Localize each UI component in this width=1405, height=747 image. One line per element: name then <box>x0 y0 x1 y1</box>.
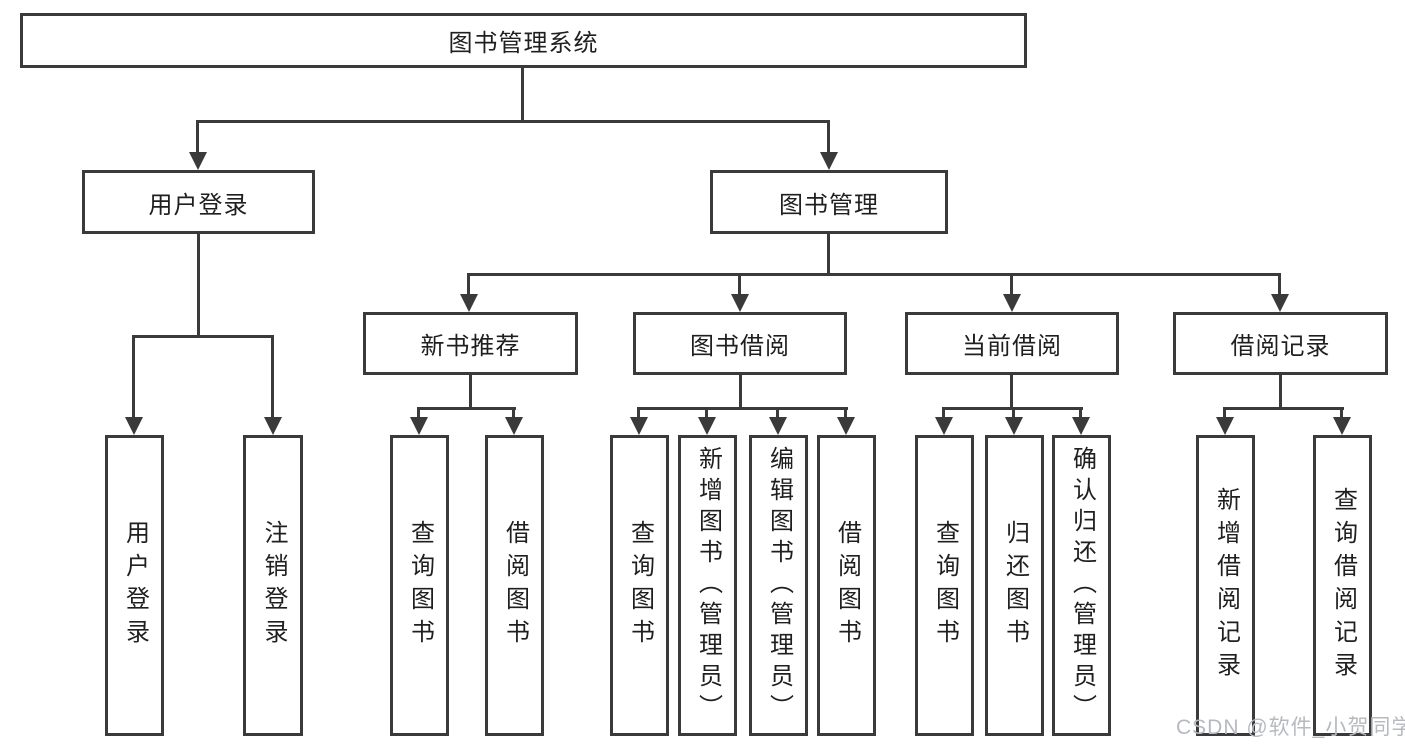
leaf-borrow-book: 借阅图书 <box>817 435 876 736</box>
node-book-borrow: 图书借阅 <box>633 312 847 375</box>
node-label: 用户登录 <box>121 519 149 652</box>
arrow-down-icon <box>1271 273 1289 312</box>
node-label: 图书管理系统 <box>448 30 599 57</box>
leaf-confirm-return-admin: 确认归还（管理员） <box>1052 435 1111 736</box>
csdn-watermark: CSDN @软件_小贺同学 <box>1176 716 1405 739</box>
arrow-down-icon <box>125 335 143 435</box>
connector-line <box>197 120 830 123</box>
connector-line <box>827 234 830 273</box>
connector-line <box>1010 375 1013 407</box>
connector-line <box>418 407 516 410</box>
leaf-edit-book-admin: 编辑图书（管理员） <box>749 435 808 736</box>
connector-line <box>1279 375 1282 407</box>
arrow-down-icon <box>1333 407 1351 435</box>
arrow-down-icon <box>630 407 648 435</box>
connector-line <box>468 273 1281 276</box>
node-label: 新书推荐 <box>420 333 521 360</box>
node-label: 图书管理 <box>779 191 879 219</box>
leaf-add-book-admin: 新增图书（管理员） <box>678 435 737 736</box>
arrow-down-icon <box>935 407 953 435</box>
node-label: 借阅图书 <box>501 519 529 652</box>
leaf-query-book-recommend: 查询图书 <box>390 435 449 736</box>
arrow-down-icon <box>264 335 282 435</box>
arrow-down-icon <box>505 407 523 435</box>
leaf-query-book-current: 查询图书 <box>915 435 974 736</box>
node-label: 确认归还（管理员） <box>1068 446 1096 725</box>
leaf-add-borrow-record: 新增借阅记录 <box>1196 435 1255 736</box>
node-book-management: 图书管理 <box>710 170 948 234</box>
node-label: 注销登录 <box>260 519 287 652</box>
node-label: 图书借阅 <box>690 333 790 360</box>
node-label: 查询图书 <box>931 519 959 652</box>
node-label: 新增借阅记录 <box>1212 486 1240 685</box>
arrow-down-icon <box>837 407 855 435</box>
node-label: 借阅图书 <box>833 519 861 652</box>
arrow-down-icon <box>731 273 749 312</box>
node-label: 归还图书 <box>1001 519 1029 652</box>
arrow-down-icon <box>1003 273 1021 312</box>
node-label: 编辑图书（管理员） <box>765 446 793 725</box>
connector-line <box>739 375 742 407</box>
arrow-down-icon <box>1072 407 1090 435</box>
leaf-user-login: 用户登录 <box>105 435 164 736</box>
node-borrow-records: 借阅记录 <box>1173 312 1388 375</box>
node-new-book-recommend: 新书推荐 <box>363 312 578 375</box>
node-label: 借阅记录 <box>1230 333 1331 360</box>
connector-line <box>638 407 848 410</box>
arrow-down-icon <box>410 407 428 435</box>
connector-line <box>197 234 200 335</box>
connector-line <box>521 68 524 120</box>
arrow-down-icon <box>189 120 207 170</box>
node-label: 查询借阅记录 <box>1329 486 1357 685</box>
arrow-down-icon <box>460 273 478 312</box>
node-label: 查询图书 <box>406 519 434 652</box>
leaf-logout-login: 注销登录 <box>243 435 303 736</box>
node-current-borrow: 当前借阅 <box>905 312 1119 375</box>
arrow-down-icon <box>1216 407 1234 435</box>
leaf-query-borrow-record: 查询借阅记录 <box>1313 435 1372 736</box>
connector-line <box>469 375 472 407</box>
node-label: 用户登录 <box>148 191 249 219</box>
leaf-return-book: 归还图书 <box>985 435 1044 736</box>
arrow-down-icon <box>698 407 716 435</box>
node-label: 当前借阅 <box>962 333 1062 360</box>
node-user-login: 用户登录 <box>82 170 315 234</box>
arrow-down-icon <box>820 120 838 170</box>
leaf-query-book-borrow: 查询图书 <box>610 435 669 736</box>
leaf-borrow-book-recommend: 借阅图书 <box>485 435 544 736</box>
arrow-down-icon <box>1005 407 1023 435</box>
arrow-down-icon <box>769 407 787 435</box>
node-label: 查询图书 <box>626 519 654 652</box>
connector-line <box>1224 407 1344 410</box>
node-label: 新增图书（管理员） <box>694 446 722 725</box>
connector-line <box>133 335 274 338</box>
node-root-library-system: 图书管理系统 <box>20 13 1027 68</box>
